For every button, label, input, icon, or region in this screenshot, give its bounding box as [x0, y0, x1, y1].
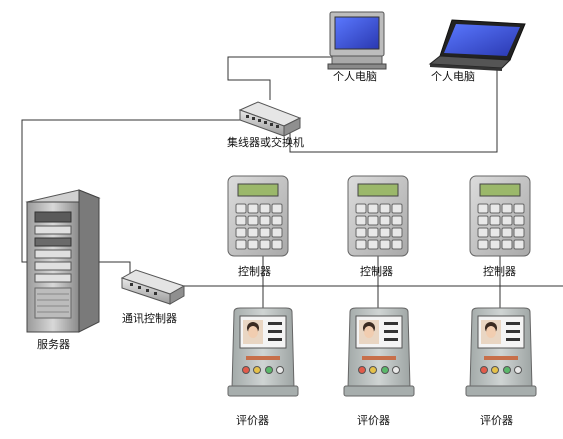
label-pc1: 个人电脑 — [333, 70, 377, 83]
link-pc2-switch — [289, 62, 498, 153]
label-evaluator-2: 评价器 — [357, 414, 390, 427]
label-controller-2: 控制器 — [360, 265, 393, 278]
network-switch-icon — [238, 101, 302, 137]
server-tower-icon — [25, 189, 101, 333]
evaluator-terminal-icon — [343, 307, 415, 397]
label-evaluator-3: 评价器 — [480, 414, 513, 427]
keypad-controller-icon — [469, 175, 531, 257]
label-server: 服务器 — [37, 338, 70, 351]
evaluator-terminal-icon — [465, 307, 537, 397]
label-switch: 集线器或交换机 — [227, 136, 304, 149]
connection-lines — [21, 56, 563, 310]
keypad-controller-icon — [227, 175, 289, 257]
laptop-computer-icon — [428, 19, 526, 71]
link-server-comm — [92, 261, 131, 275]
keypad-controller-icon — [347, 175, 409, 257]
evaluator-terminal-icon — [227, 307, 299, 397]
desktop-computer-icon — [327, 11, 387, 70]
comm-controller-icon — [120, 269, 186, 305]
link-server-switch — [21, 119, 250, 263]
link-pc1-switch — [227, 56, 335, 100]
label-evaluator-1: 评价器 — [236, 414, 269, 427]
label-pc2: 个人电脑 — [431, 70, 475, 83]
label-controller-3: 控制器 — [483, 265, 516, 278]
label-comm-controller: 通讯控制器 — [122, 312, 177, 325]
label-controller-1: 控制器 — [238, 265, 271, 278]
